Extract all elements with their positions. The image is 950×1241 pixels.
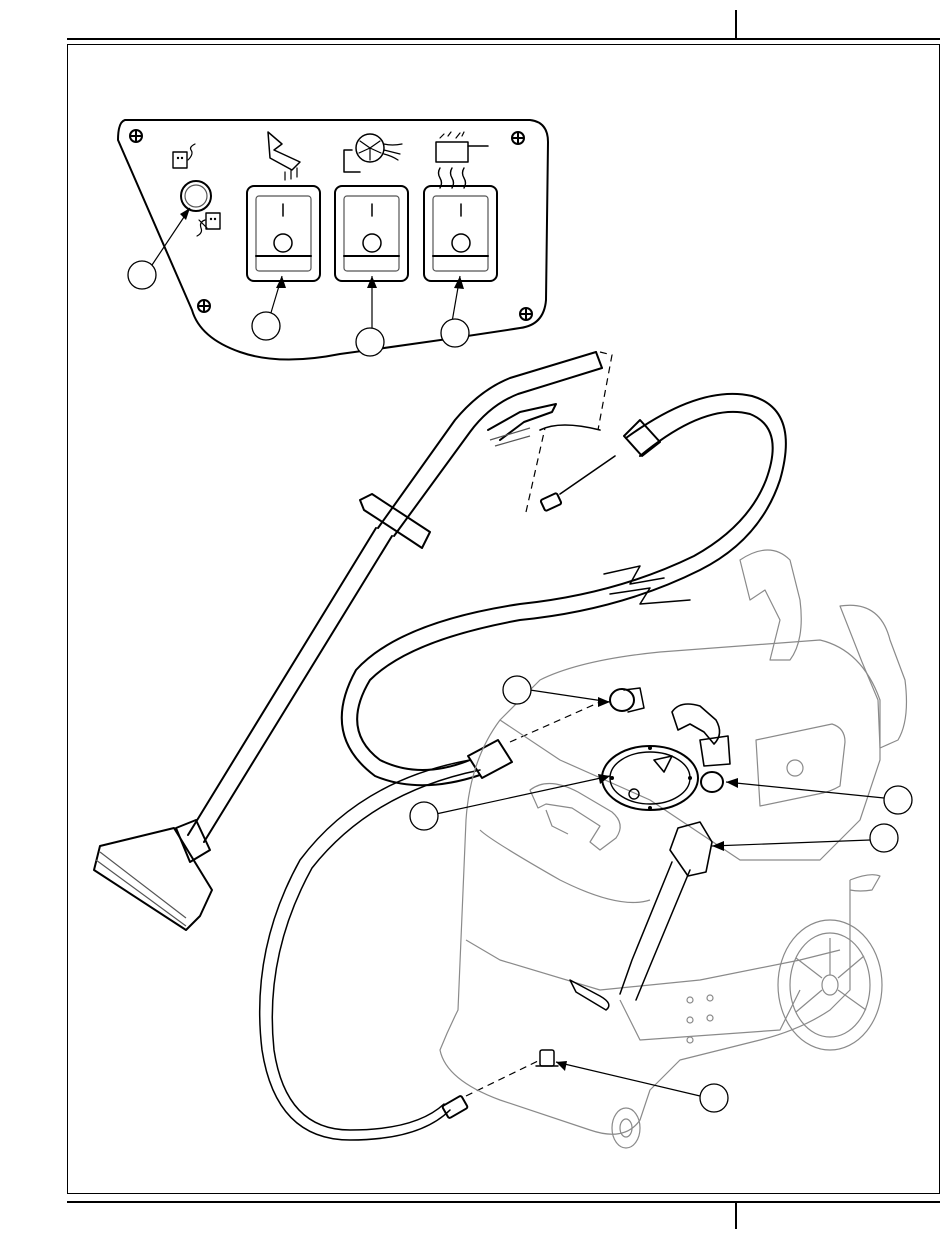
spray-wand-icon [268,132,300,180]
panel-screw [198,300,210,312]
upholstery-wand [94,352,602,930]
callout-hose-clip [870,824,898,852]
hose-cuff [624,420,660,456]
front-caster [612,1108,640,1148]
panel-screw [520,308,532,320]
vacuum-inlet-port [610,688,644,712]
callout-drain-valve [884,786,912,814]
callout-indicator-light [128,261,156,289]
quick-connect-fitting [540,456,615,511]
wand-trigger [488,404,556,440]
solution-quick-connect [442,1095,468,1118]
outlet-plug-icon [173,144,195,168]
callout-switch-3 [441,319,469,347]
heater-switch[interactable] [424,186,497,281]
extractor-machine [440,550,906,1148]
panel-screw [130,130,142,142]
callout-switch-1 [252,312,280,340]
hose-clip [570,822,712,1010]
wand-spray-switch[interactable] [247,186,320,281]
dump-valve-elbow [672,704,730,792]
callout-vacuum-port [503,676,531,704]
vacuum-switch[interactable] [335,186,408,281]
heater-icon [436,132,488,188]
solution-outlet-fitting [536,1050,558,1066]
vacuum-motor-icon [344,134,402,172]
outlet-unplug-icon [197,213,220,236]
power-indicator-light [181,181,211,211]
rear-wheel [778,920,882,1050]
control-panel [118,120,548,360]
callout-switch-2 [356,328,384,356]
callout-solution-fitting [700,1084,728,1112]
callout-tank-lid [410,802,438,830]
panel-screw [512,132,524,144]
floor-tool-head [94,828,212,930]
